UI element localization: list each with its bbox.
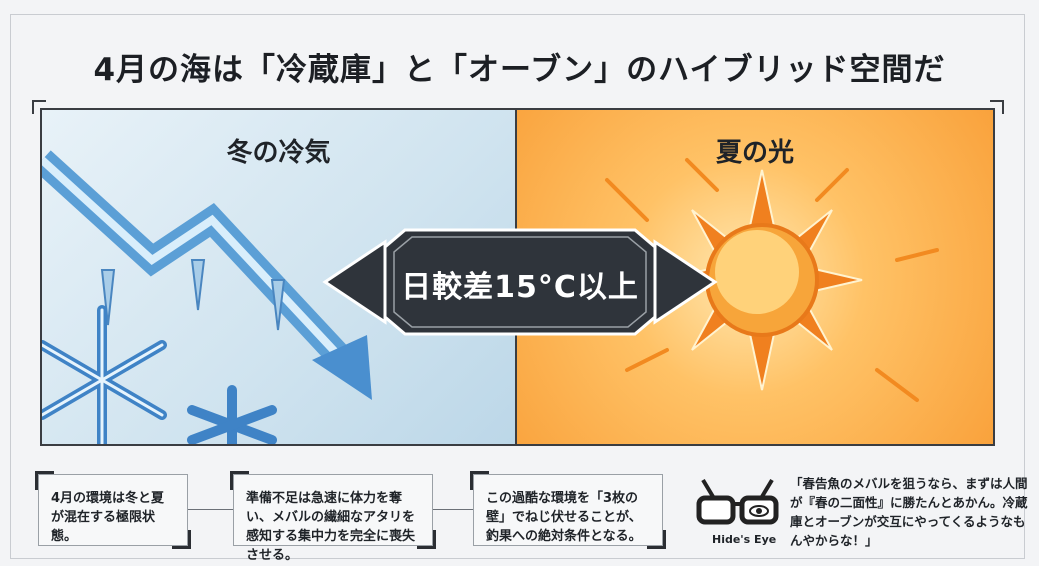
step-text: 4月の環境は冬と夏が混在する極限状態。 xyxy=(51,491,165,544)
page-title: 4月の海は「冷蔵庫」と「オーブン」のハイブリッド空間だ xyxy=(93,52,946,88)
infographic-frame xyxy=(10,14,1025,559)
step-text: 準備不足は急速に体力を奪い、メバルの繊細なアタリを感知する集中力を完全に喪失させ… xyxy=(246,491,416,563)
step-box-1: 4月の環境は冬と夏が混在する極限状態。 xyxy=(35,471,191,549)
ice-arrow-icon xyxy=(42,150,372,400)
corner-mark xyxy=(32,100,46,114)
connector xyxy=(433,509,473,510)
double-arrow-icon xyxy=(322,228,718,336)
snowflake-icon xyxy=(42,305,277,444)
step-box-2: 準備不足は急速に体力を奪い、メバルの繊細なアタリを感知する集中力を完全に喪失させ… xyxy=(230,471,436,563)
hides-eye-label: Hide's Eye xyxy=(712,533,777,546)
glasses-eye-icon xyxy=(696,478,779,525)
hide-quote: 「春告魚のメバルを狙うなら、まずは人間が『春の二面性』に勝たんとあかん。冷蔵庫と… xyxy=(790,476,1028,548)
corner-mark xyxy=(990,100,1004,114)
step-text: この過酷な環境を「3枚の壁」でねじ伏せることが、釣果への絶対条件となる。 xyxy=(486,491,642,544)
step-box-3: この過酷な環境を「3枚の壁」でねじ伏せることが、釣果への絶対条件となる。 xyxy=(470,471,666,549)
temperature-difference-badge: 日較差15°C以上 xyxy=(320,222,720,342)
connector xyxy=(188,509,233,510)
hot-panel-title: 夏の光 xyxy=(715,138,794,168)
sun-icon xyxy=(605,158,939,402)
badge-text: 日較差15°C以上 xyxy=(401,270,639,305)
cold-panel-title: 冬の冷気 xyxy=(226,138,331,168)
